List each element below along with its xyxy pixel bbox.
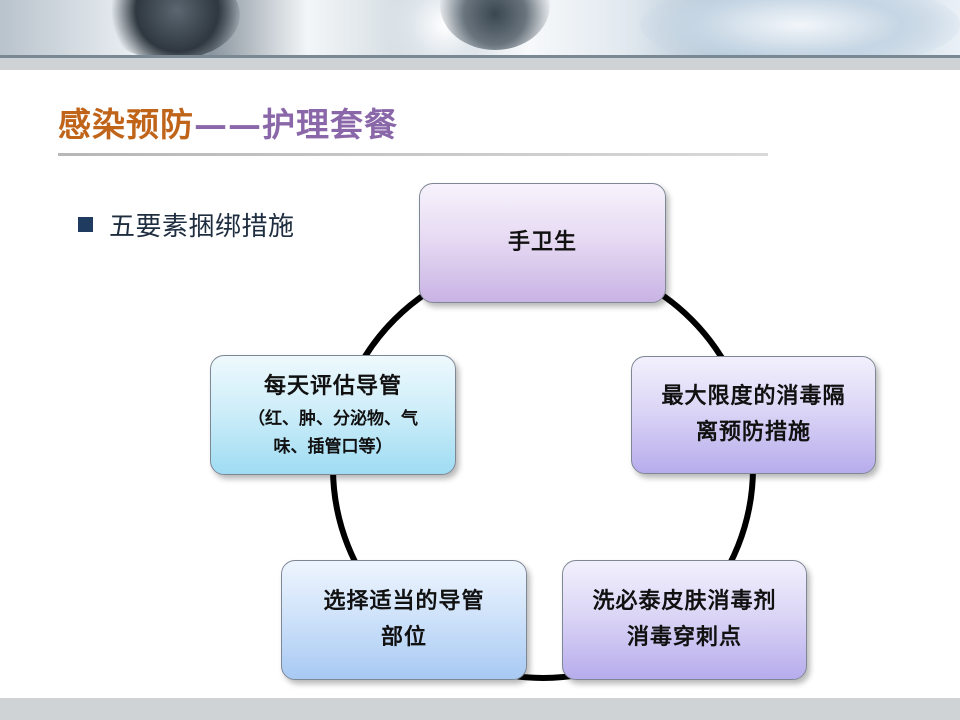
bullet-text: 五要素捆绑措施 <box>109 211 295 242</box>
node-label: 最大限度的消毒隔 <box>661 384 846 409</box>
bullet-item: 五要素捆绑措施 <box>78 206 295 242</box>
slide-title: 感染预防——护理套餐 <box>58 102 398 148</box>
header-divider-band <box>0 58 960 70</box>
node-label: 部位 <box>380 625 427 650</box>
footer-band <box>0 698 960 720</box>
node-note: 味、插管口等） <box>273 437 393 457</box>
header-decor <box>640 0 960 58</box>
node-daily-assessment: 每天评估导管 （红、肿、分泌物、气 味、插管口等） <box>210 355 456 475</box>
node-label: 每天评估导管 <box>263 374 402 399</box>
node-chlorhexidine: 洗必泰皮肤消毒剂 消毒穿刺点 <box>562 560 807 680</box>
header-photo-band <box>0 0 960 58</box>
slide-title-sub: ——护理套餐 <box>194 105 398 144</box>
header-strip <box>0 55 960 58</box>
title-underline <box>58 153 768 156</box>
header-decor <box>100 0 240 58</box>
slide-title-main: 感染预防 <box>58 105 194 144</box>
node-label: 选择适当的导管 <box>323 589 485 614</box>
square-bullet-icon <box>78 216 93 232</box>
node-label: 消毒穿刺点 <box>626 625 742 650</box>
node-max-barrier: 最大限度的消毒隔 离预防措施 <box>631 356 876 474</box>
node-label: 离预防措施 <box>695 420 811 445</box>
node-label: 手卫生 <box>507 230 577 255</box>
node-hand-hygiene: 手卫生 <box>419 183 666 303</box>
node-label: 洗必泰皮肤消毒剂 <box>592 589 777 614</box>
node-site-selection: 选择适当的导管 部位 <box>281 560 527 680</box>
node-note: （红、肿、分泌物、气 <box>248 409 418 429</box>
